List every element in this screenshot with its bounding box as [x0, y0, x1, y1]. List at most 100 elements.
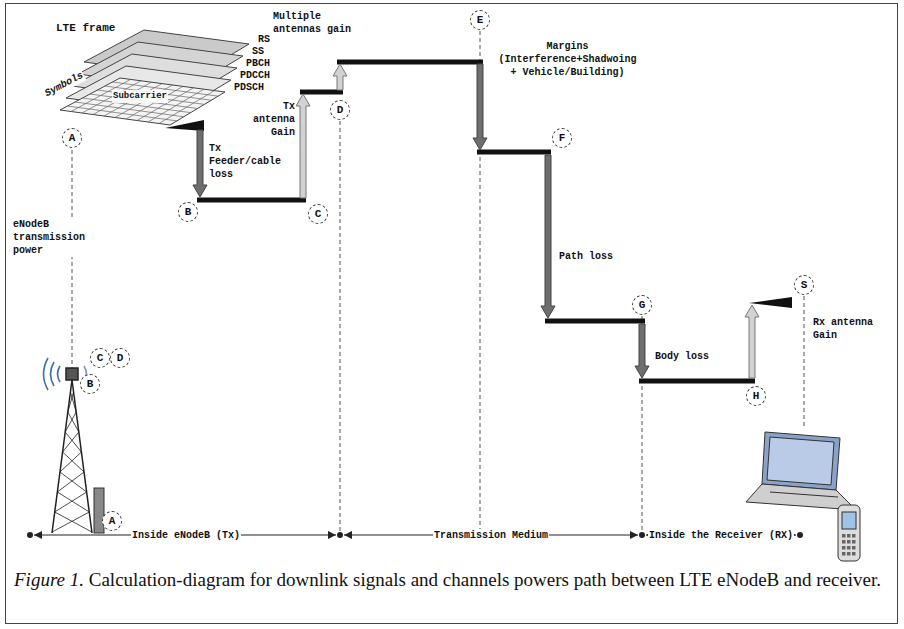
point-marker: E — [470, 10, 490, 30]
gain-label: Multiple antennas gain — [272, 10, 356, 36]
axis-dots-part — [639, 532, 645, 538]
point-marker: G — [632, 295, 652, 315]
loss-arrows — [193, 64, 649, 378]
loss-label: Body loss — [654, 350, 710, 363]
point-letter: G — [639, 299, 646, 311]
point-marker: D — [110, 348, 130, 368]
point-letter: D — [337, 104, 344, 116]
phone-icon-part-part — [842, 540, 846, 544]
point-letter: C — [315, 208, 322, 220]
level-flags-part — [749, 297, 792, 308]
point-marker: A — [62, 128, 82, 148]
lte-frame-grid — [60, 30, 249, 125]
power-levels-part — [337, 60, 483, 65]
point-marker: B — [178, 202, 198, 222]
point-marker: S — [794, 275, 814, 295]
power-levels-part — [477, 150, 551, 155]
phone-icon — [838, 505, 860, 561]
radio-waves-part — [44, 358, 49, 390]
loss-arrows-part — [541, 155, 555, 318]
power-levels-part — [197, 198, 306, 203]
phone-icon-part-part — [852, 540, 856, 544]
phone-icon-part — [842, 512, 856, 529]
phone-icon-part-part — [847, 540, 851, 544]
dashed-guides-part — [804, 296, 805, 428]
phone-icon-part-part — [842, 546, 846, 550]
gain-label: Tx antenna Gain — [248, 100, 296, 139]
gain-arrows-part — [333, 64, 347, 90]
point-letter: E — [477, 14, 484, 26]
phone-icon-part-part — [847, 552, 851, 556]
phone-icon-part-part — [842, 534, 846, 538]
enodeb-tower-part — [63, 432, 79, 452]
enodeb-tower-part — [70, 392, 76, 412]
point-letter: F — [559, 132, 566, 144]
gain-arrows-part — [296, 94, 310, 198]
point-marker: F — [552, 128, 572, 148]
radio-waves-part — [51, 362, 55, 386]
lte-frame-grid-part — [60, 78, 225, 125]
power-levels-part — [639, 379, 755, 384]
enodeb-tower-part — [57, 492, 89, 512]
loss-arrows-part — [473, 64, 487, 150]
axis-name: Subcarrier — [112, 90, 168, 103]
phone-icon-part-part — [847, 534, 851, 538]
phone-icon-part — [838, 505, 860, 561]
phone-icon-part-part — [852, 534, 856, 538]
enodeb-tower-part — [57, 472, 84, 492]
radio-waves-part — [58, 366, 61, 382]
margin-label: Margins (Interference+Shadwoing + Vehicl… — [494, 40, 641, 79]
gain-arrows — [296, 64, 759, 378]
loss-label: Path loss — [558, 250, 614, 263]
enodeb-tower-part — [63, 452, 84, 472]
power-label: eNodeB transmission power — [12, 218, 94, 257]
point-letter: D — [117, 352, 124, 364]
point-letter: B — [87, 378, 94, 390]
point-marker: A — [102, 511, 122, 531]
enodeb-tower-part — [55, 492, 87, 512]
enodeb-tower-part — [68, 392, 74, 412]
laptop-icon-part — [770, 492, 838, 497]
enodeb-tower-part — [68, 412, 79, 432]
channel-name: PDSCH — [233, 81, 265, 94]
dashed-guides — [72, 31, 804, 531]
section-label: Inside eNodeB (Tx) — [131, 529, 241, 542]
enodeb-tower — [52, 368, 104, 533]
enodeb-tower-part — [52, 380, 72, 533]
figure-frame — [6, 4, 898, 624]
phone-icon-part — [842, 534, 856, 556]
enodeb-tower-part — [72, 380, 92, 533]
enodeb-tower-part — [60, 452, 81, 472]
power-levels — [197, 62, 755, 381]
phone-icon-part-part — [842, 552, 846, 556]
frame-title: LTE frame — [55, 22, 116, 35]
point-marker: D — [330, 100, 350, 120]
laptop-icon-part — [767, 437, 834, 485]
enodeb-tower-part — [66, 368, 78, 380]
dashed-guides-part — [72, 150, 73, 372]
enodeb-tower-part — [55, 512, 92, 532]
axis-dots-part — [337, 532, 343, 538]
section-label: Transmission Medium — [433, 529, 549, 542]
point-letter: A — [69, 132, 76, 144]
axis-dots-part — [797, 532, 803, 538]
point-marker: H — [746, 386, 766, 406]
point-letter: C — [97, 352, 104, 364]
loss-arrows-part — [635, 324, 649, 378]
point-marker: B — [80, 374, 100, 394]
enodeb-tower-part — [65, 432, 81, 452]
section-label: Inside the Receiver (RX) — [648, 529, 794, 542]
phone-icon-part-part — [847, 546, 851, 550]
enodeb-tower-part — [60, 472, 87, 492]
axis-dots-part — [27, 532, 33, 538]
loss-arrows-part — [193, 130, 207, 197]
power-levels-part — [545, 319, 645, 324]
phone-icon-part-part — [852, 546, 856, 550]
phone-icon-part-part — [852, 552, 856, 556]
laptop-icon-part — [762, 432, 840, 490]
gain-arrows-part — [745, 305, 759, 378]
loss-label: Tx Feeder/cable loss — [208, 142, 290, 181]
point-letter: A — [109, 515, 116, 527]
enodeb-tower-part — [52, 512, 89, 532]
